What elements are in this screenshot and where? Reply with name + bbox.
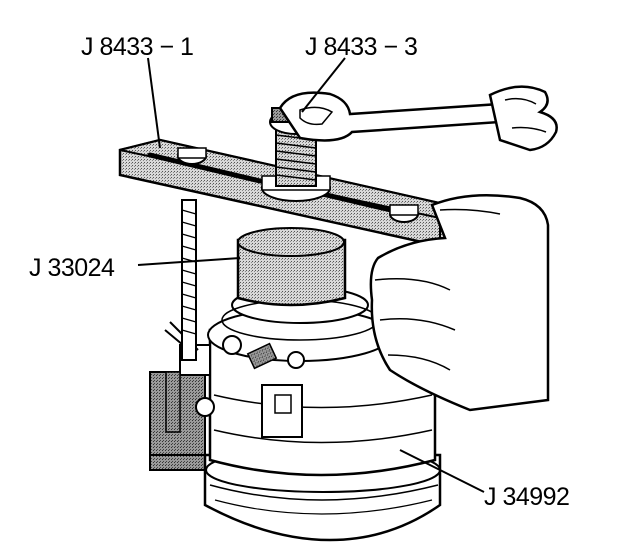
wrench-icon	[278, 91, 502, 142]
leader-lines	[137, 57, 485, 493]
plate-j33024	[236, 227, 347, 307]
label-screw: J 8433 − 3	[305, 33, 417, 61]
label-holder: J 34992	[484, 483, 569, 511]
leader-bar	[147, 57, 161, 149]
leader-holder	[399, 449, 485, 493]
compressor-body	[164, 286, 442, 542]
upper-hand	[488, 85, 558, 152]
label-bar: J 8433 − 1	[81, 33, 193, 61]
label-plate: J 33024	[29, 254, 115, 282]
leader-screw	[301, 57, 346, 113]
lower-hand	[369, 194, 550, 412]
threaded-rod	[165, 199, 197, 433]
leader-plate	[137, 257, 241, 266]
